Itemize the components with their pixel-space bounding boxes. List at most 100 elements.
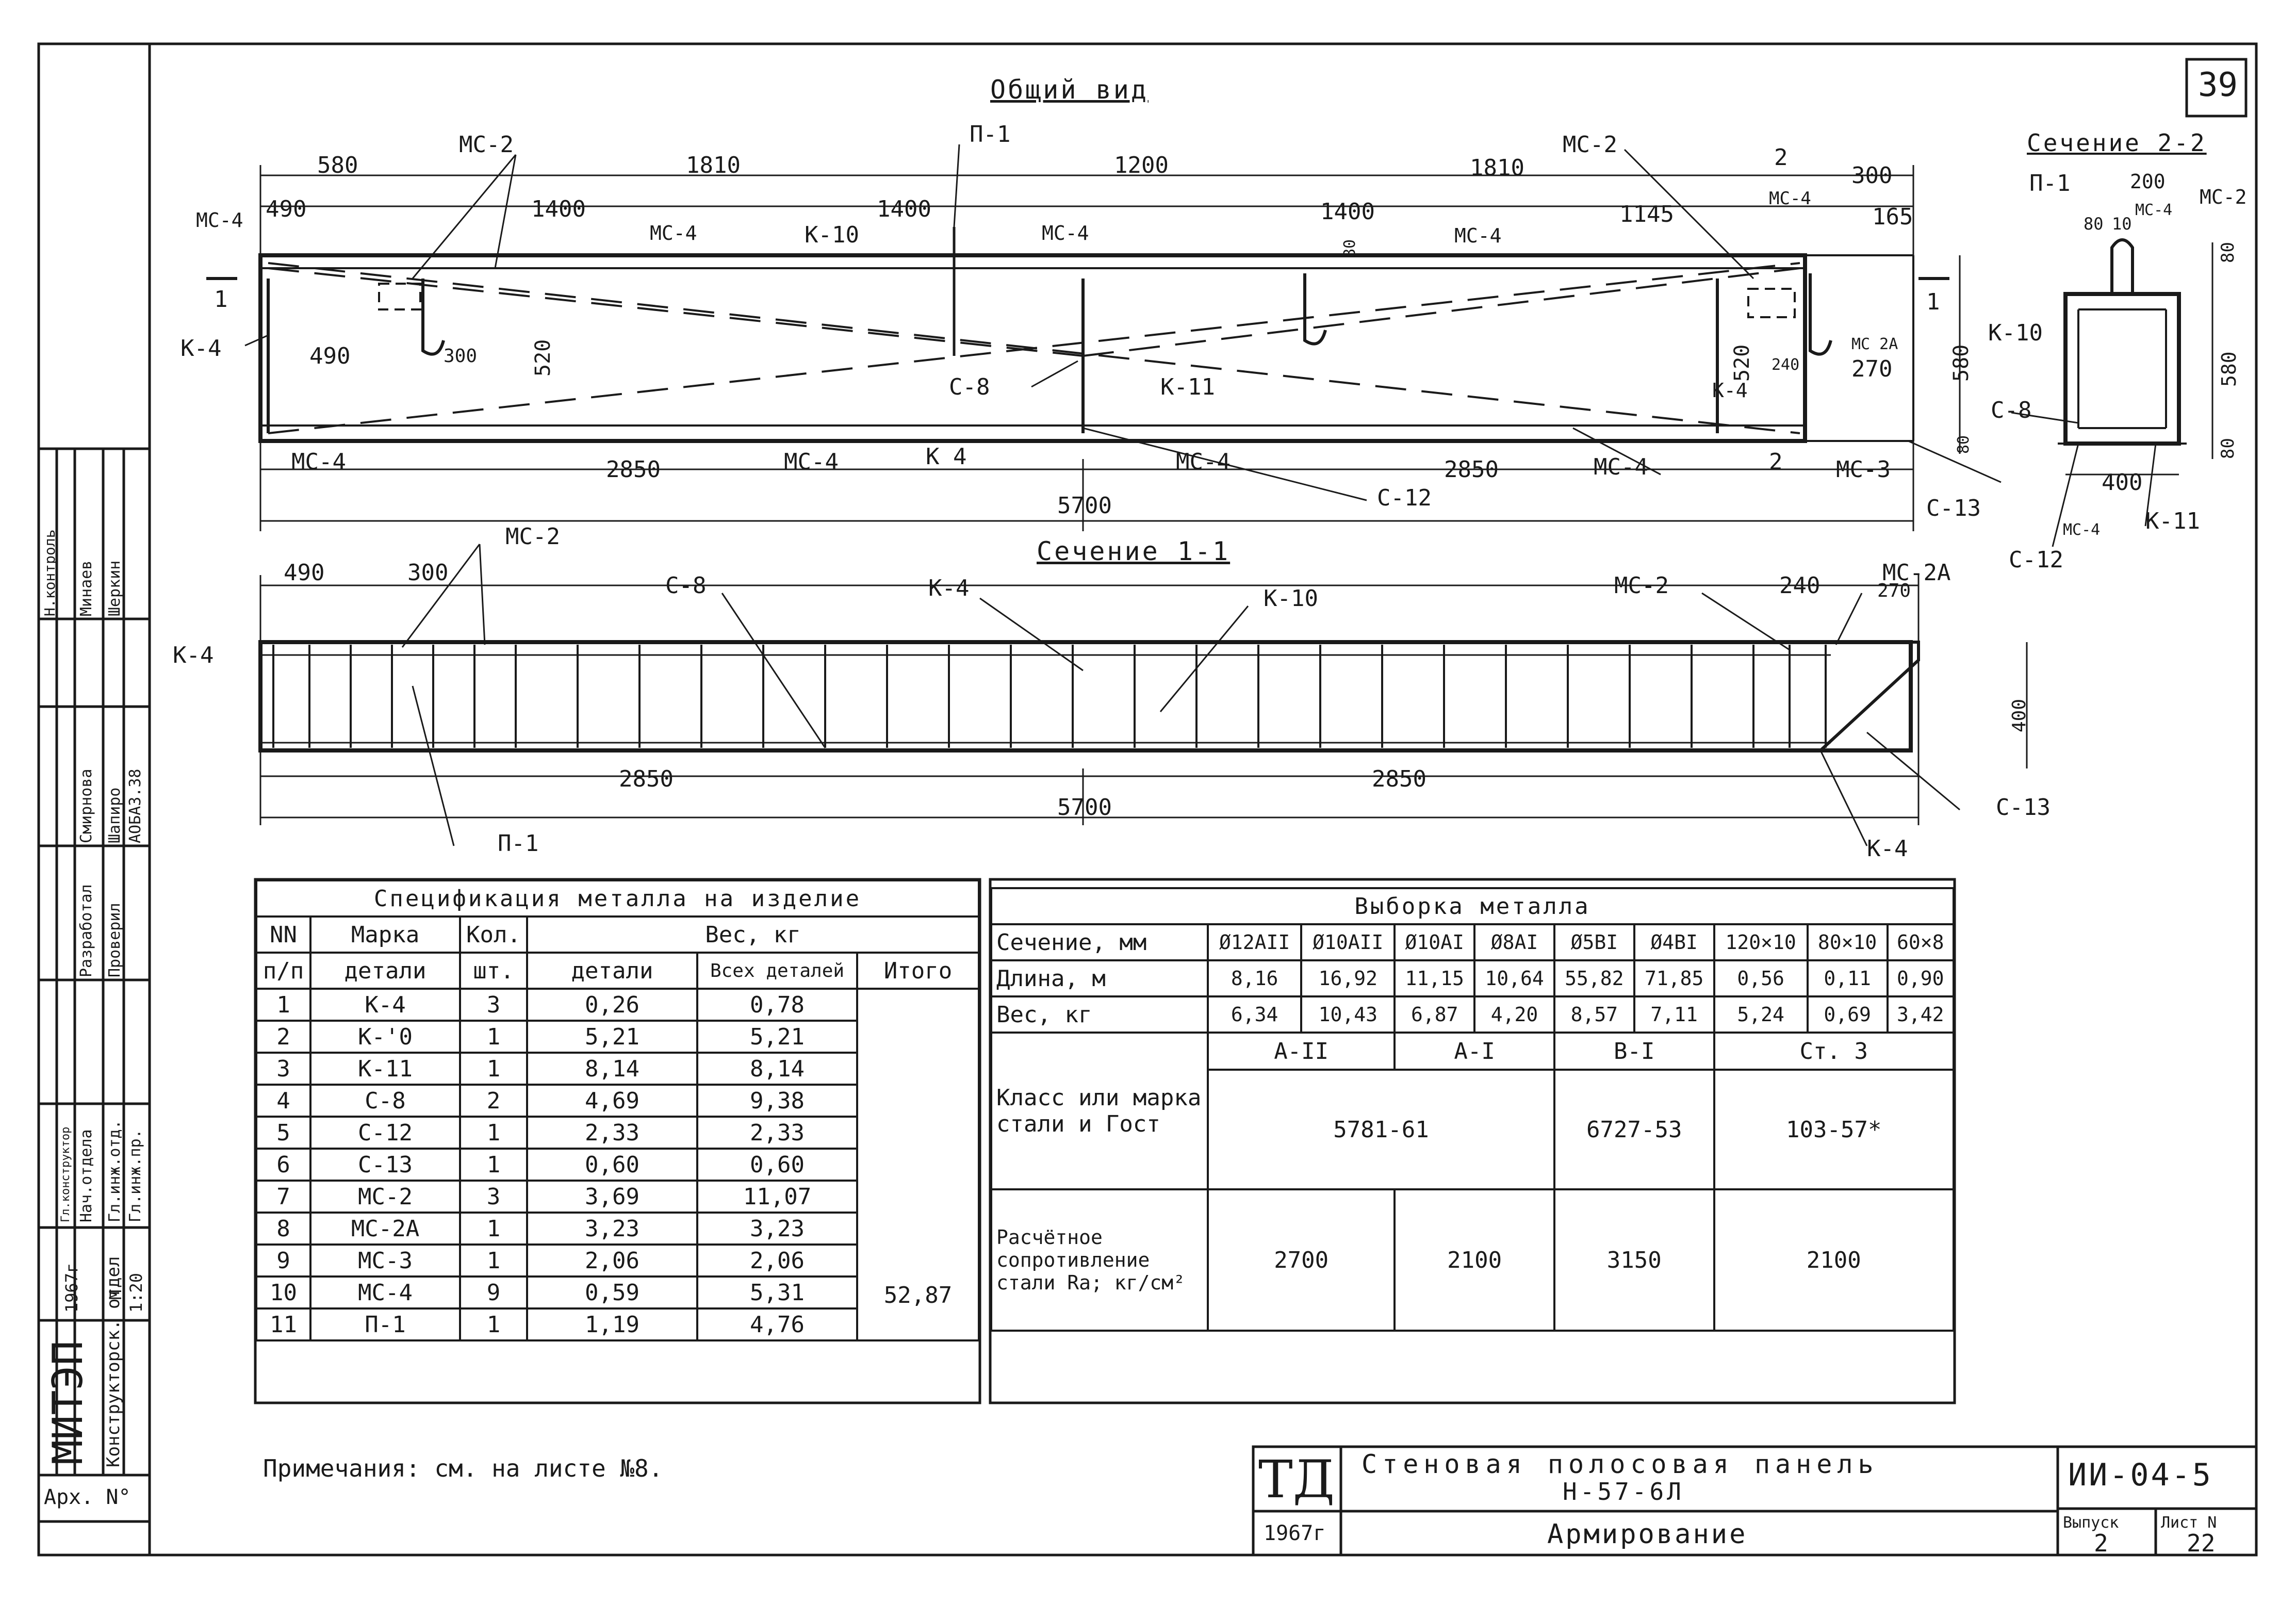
label-k11: К-11 [1160,374,1215,400]
dim-1400-c: 1400 [1320,199,1375,225]
label-ms4-b: МС-4 [650,222,697,244]
metal-gost-2: 6727-53 [1553,1069,1715,1190]
stamp-name-4: Шеркин [106,560,124,616]
dim-270: 270 [1851,356,1893,382]
tb-issue-label: Выпуск [2063,1514,2119,1532]
metal-row-length-label: Длина, м [990,959,1209,997]
dim-1200: 1200 [1114,152,1169,178]
s11-label-ms2-right: МС-2 [1614,572,1669,599]
stamp-role-2: Гл.инж.отд. [106,1120,124,1222]
tb-issue: 2 [2094,1529,2108,1557]
tb-year: 1967г [1264,1521,1326,1545]
note: Примечания: см. на листе №8. [263,1454,663,1482]
spec-cell-mark: К-4 [309,988,461,1022]
s22-dim-580: 580 [2218,351,2240,387]
spec-cell-qty: 2 [459,1084,528,1118]
spec-cell-qty: 3 [459,988,528,1022]
spec-cell-n: 8 [255,1212,311,1246]
stamp-role-1: Гл.инж.пр. [126,1129,144,1222]
spec-cell-weight-all: 4,76 [696,1307,858,1341]
spec-cell-mark: С-8 [309,1084,461,1118]
spec-cell-n: 5 [255,1116,311,1150]
stamp-name-2: Смирнова [77,768,95,844]
s11-label-ms2a: МС-2А [1882,560,1951,586]
leader-lines [244,144,2157,846]
s22-label-k10: К-10 [1988,320,2043,346]
metal-weight-cell: 10,43 [1300,995,1396,1034]
dim-1145: 1145 [1619,201,1674,227]
metal-resist-2: 2100 [1393,1188,1555,1332]
stamp-name-1: Шапиро [106,787,124,843]
dim-580: 580 [317,152,358,178]
stamp-org: МИТЭП [44,1340,92,1465]
section-2-2-drawing [2058,238,2213,476]
dim-300: 300 [1851,162,1893,189]
s22-label-ms4-b: МС-4 [2063,521,2101,539]
spec-cell-mark: К-'0 [309,1020,461,1054]
stamp-arch: Арх. N° [44,1485,131,1509]
s11-dim-490: 490 [284,560,325,586]
spec-cell-mark: МС-2 [309,1180,461,1214]
label-ms2a: МС 2А [1851,335,1898,353]
s11-dim-300: 300 [407,560,449,586]
s11-label-k4-left: К-4 [173,642,214,668]
stamp-role-6: Разработал [77,884,95,977]
spec-cell-weight-all: 3,23 [696,1212,858,1246]
spec-cell-mark: МС-4 [309,1275,461,1310]
dim-1400-b: 1400 [877,196,931,222]
stamp-code: АОБАЗ.38 [126,768,144,844]
spec-cell-weight: 0,60 [526,1148,698,1182]
spec-cell-mark: С-13 [309,1148,461,1182]
spec-cell-weight: 8,14 [526,1052,698,1086]
dim-1400-a: 1400 [531,196,586,222]
metal-table-border [989,878,1956,1404]
s11-label-c13: С-13 [1996,794,2051,821]
metal-gost-3: 103-57* [1713,1069,1955,1190]
metal-length-cell: 8,16 [1206,959,1303,997]
general-view-title: Общий вид [990,75,1149,105]
stamp-name-3: Минаев [77,560,95,616]
label-ms4-a: МС-4 [196,209,243,232]
section-1-1-drawing [258,575,2028,825]
metal-length-cell: 71,85 [1633,959,1715,997]
spec-table-title: Спецификация металла на изделие [255,879,980,918]
metal-class-st3: Ст. 3 [1713,1031,1955,1071]
metal-section-cell: Ø12АII [1206,923,1303,961]
dim-5700: 5700 [1057,493,1112,519]
spec-total: 52,87 [856,988,980,1341]
dim-80-b: 80 [1955,435,1973,454]
spec-cell-weight: 4,69 [526,1084,698,1118]
stamp-role-4: Гл.конструктор [59,1126,72,1222]
metal-resist-3: 3150 [1553,1188,1715,1332]
metal-section-cell: Ø10АII [1300,923,1396,961]
label-ms4-c: МС-4 [1042,222,1089,244]
metal-row-class-label: Класс или марка стали и Гост [990,1032,1209,1190]
metal-section-cell: Ø5ВI [1553,923,1635,961]
spec-cell-qty: 1 [459,1148,528,1182]
spec-cell-weight-all: 2,06 [696,1243,858,1278]
metal-length-cell: 0,90 [1886,959,1955,997]
tb-td: ТД [1258,1449,1335,1510]
label-c12: С-12 [1377,485,1432,511]
spec-cell-qty: 1 [459,1020,528,1054]
spec-cell-qty: 1 [459,1212,528,1246]
tb-doc-code: ИИ-04-5 [2068,1457,2213,1493]
s11-label-c8: С-8 [665,572,707,599]
tb-name: Стеновая полосовая панель [1362,1449,1879,1479]
metal-length-cell: 11,15 [1393,959,1476,997]
spec-cell-weight: 0,59 [526,1275,698,1310]
spec-h-mark2: детали [309,952,461,990]
label-section2-bottom: 2 [1769,449,1783,475]
dim-1810-b: 1810 [1470,155,1524,181]
spec-cell-weight: 3,23 [526,1212,698,1246]
label-ms4-bm: МС-4 [784,449,839,475]
stamp-role-5: Проверил [106,903,124,978]
metal-gost-1: 5781-61 [1207,1069,1555,1190]
label-ms4-e: МС-4 [1769,188,1811,209]
s22-dim-10: 10 [2112,214,2132,234]
